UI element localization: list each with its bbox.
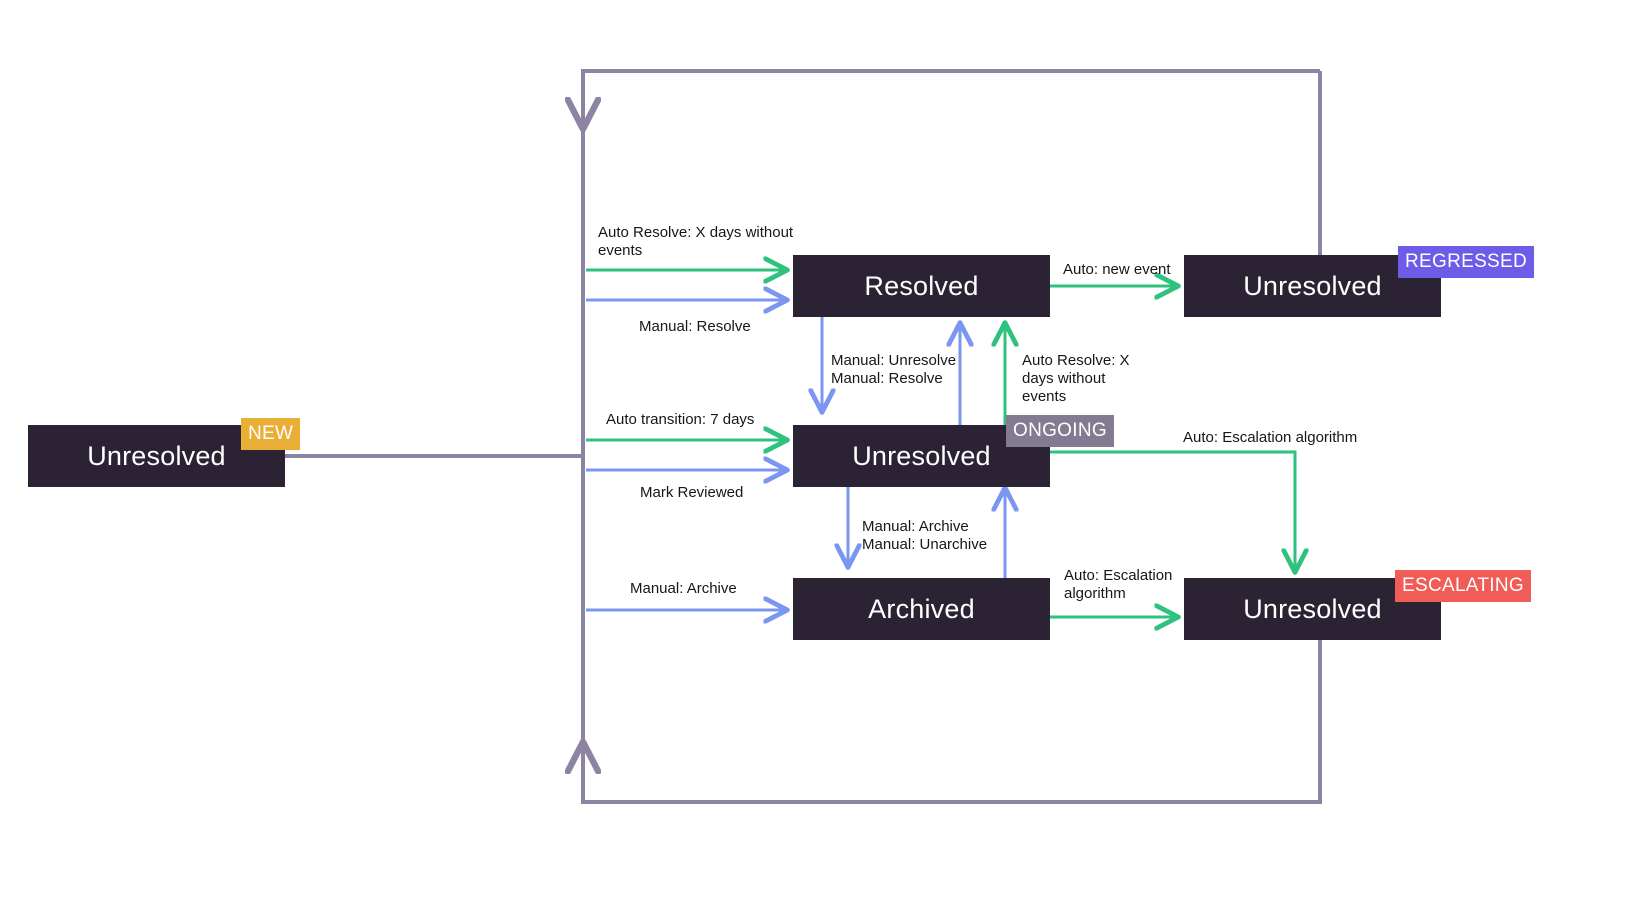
edge-label-auto-escalation-bottom: Auto: Escalation algorithm <box>1064 567 1173 602</box>
node-regressed-label: Unresolved <box>1243 270 1382 301</box>
edge-label-auto-resolve-x-days: Auto Resolve: X days without events <box>598 224 794 259</box>
node-ongoing-label: Unresolved <box>852 440 991 471</box>
node-regressed[interactable]: Unresolved <box>1184 255 1441 317</box>
edge-label-auto-new-event: Auto: new event <box>1063 261 1171 278</box>
node-resolved[interactable]: Resolved <box>793 255 1050 317</box>
node-new[interactable]: Unresolved <box>28 425 285 487</box>
edge-loop-escalating-back <box>583 640 1322 804</box>
edge-label-manual-archive-unarchive: Manual: Archive Manual: Unarchive <box>862 518 988 553</box>
edge-label-auto-escalation-top: Auto: Escalation algorithm <box>1183 429 1358 446</box>
edge-new-to-hub <box>285 140 585 745</box>
node-archived[interactable]: Archived <box>793 578 1050 640</box>
node-archived-label: Archived <box>868 593 975 624</box>
edge-label-manual-resolve-top: Manual: Resolve <box>639 318 751 335</box>
status-badge-ongoing: ONGOING <box>1006 415 1114 447</box>
status-badge-new: NEW <box>241 418 301 450</box>
status-badge-regressed: REGRESSED <box>1398 246 1535 278</box>
node-ongoing[interactable]: Unresolved <box>793 425 1050 487</box>
node-resolved-label: Resolved <box>864 270 979 301</box>
edge-label-manual-unresolve-resolve: Manual: Unresolve Manual: Resolve <box>831 352 957 387</box>
node-escalating-label: Unresolved <box>1243 593 1382 624</box>
edge-label-manual-archive: Manual: Archive <box>630 580 737 597</box>
edge-label-auto-transition-7-days: Auto transition: 7 days <box>606 411 755 428</box>
edge-auto-escalation-from-ongoing <box>1050 450 1295 570</box>
node-new-label: Unresolved <box>87 440 226 471</box>
edge-label-auto-resolve-x-days-up: Auto Resolve: X days without events <box>1022 352 1130 405</box>
edge-label-mark-reviewed: Mark Reviewed <box>640 484 744 501</box>
status-badge-escalating: ESCALATING <box>1395 570 1531 602</box>
